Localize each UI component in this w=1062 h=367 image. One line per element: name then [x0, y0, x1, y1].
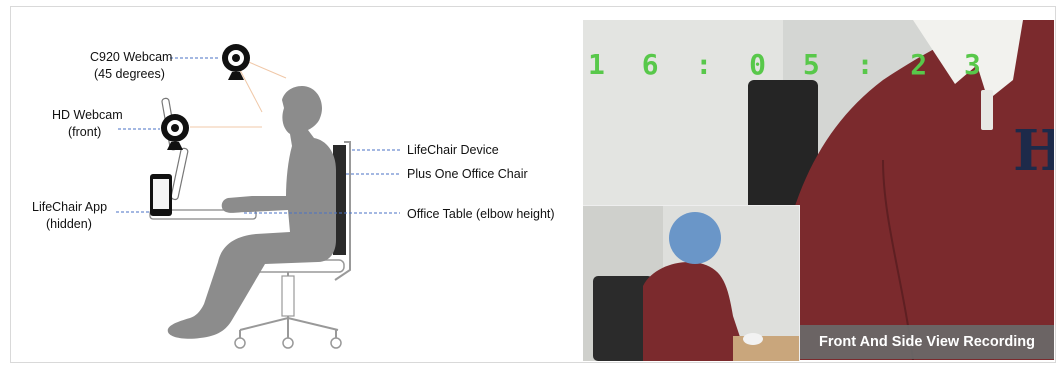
label-lifechair-app-state: (hidden): [46, 217, 92, 231]
label-lifechair-device: LifeChair Device: [407, 143, 499, 157]
c920-view-ray-2: [239, 69, 263, 113]
leader-lines: [116, 57, 400, 214]
label-c920-webcam: C920 Webcam: [90, 50, 173, 64]
svg-text:H: H: [1013, 118, 1054, 184]
recording-timestamp: 1 6 : 0 5 : 2 3: [588, 48, 991, 81]
face-blur-icon: [669, 212, 721, 264]
front-view-recording: [583, 205, 800, 361]
label-hd-webcam: HD Webcam: [52, 108, 123, 122]
c920-webcam-icon: [222, 44, 250, 80]
hd-webcam-icon: [161, 114, 189, 150]
lifechair-device: [333, 145, 346, 255]
label-lifechair-app: LifeChair App: [32, 200, 108, 214]
person-silhouette: [167, 86, 336, 339]
label-office-table: Office Table (elbow height): [407, 207, 555, 221]
phone-icon: [150, 174, 172, 216]
figure-frame: [10, 6, 1056, 363]
c920-view-ray: [243, 59, 287, 79]
label-c920-angle: (45 degrees): [94, 67, 165, 81]
recording-caption: Front And Side View Recording: [800, 325, 1054, 359]
setup-diagram: [116, 44, 400, 349]
label-hd-webcam-position: (front): [68, 125, 102, 139]
label-office-chair: Plus One Office Chair: [407, 167, 528, 181]
